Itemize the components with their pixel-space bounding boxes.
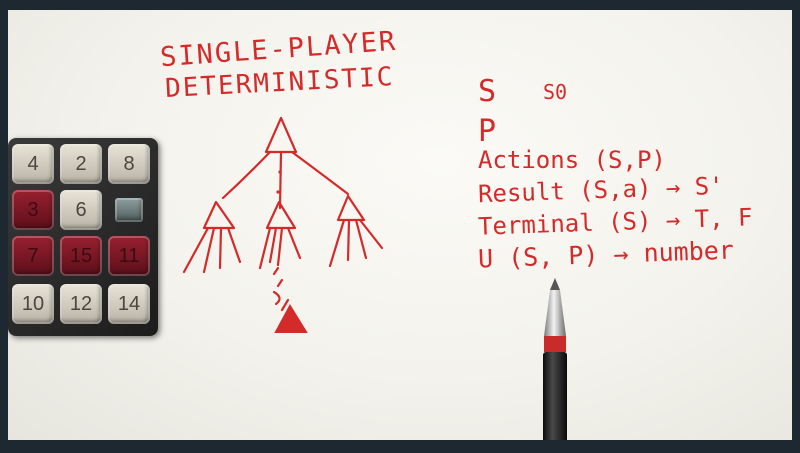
puzzle-tile: 10 (12, 284, 54, 324)
game-tree-drawing (182, 116, 384, 333)
puzzle-tile: 4 (12, 144, 54, 184)
notes-s0: S0 (543, 80, 568, 104)
puzzle-tile: 12 (60, 284, 102, 324)
whiteboard: SINGLE-PLAYER DETERMINISTIC (8, 10, 792, 440)
notes-s: S (478, 74, 497, 109)
left-child-triangle (202, 200, 236, 230)
notes-actions: Actions (S,P) (478, 146, 666, 174)
root-triangle (264, 116, 298, 154)
right-child-triangle (336, 194, 366, 222)
puzzle-tile: 6 (60, 190, 102, 230)
middle-child-triangle (265, 200, 297, 230)
puzzle-tile: 7 (12, 236, 54, 276)
sliding-tile-puzzle: 4 2 8 3 6 7 15 11 10 12 14 (8, 138, 158, 336)
puzzle-empty-slot (115, 198, 143, 222)
puzzle-tile: 2 (60, 144, 102, 184)
puzzle-tile: 8 (108, 144, 150, 184)
puzzle-tile: 3 (12, 190, 54, 230)
marker-pen (543, 278, 567, 440)
puzzle-tile: 14 (108, 284, 150, 324)
puzzle-tile: 15 (60, 236, 102, 276)
notes-p: P (478, 114, 497, 149)
puzzle-tile: 11 (108, 236, 150, 276)
terminal-triangle (274, 303, 308, 333)
